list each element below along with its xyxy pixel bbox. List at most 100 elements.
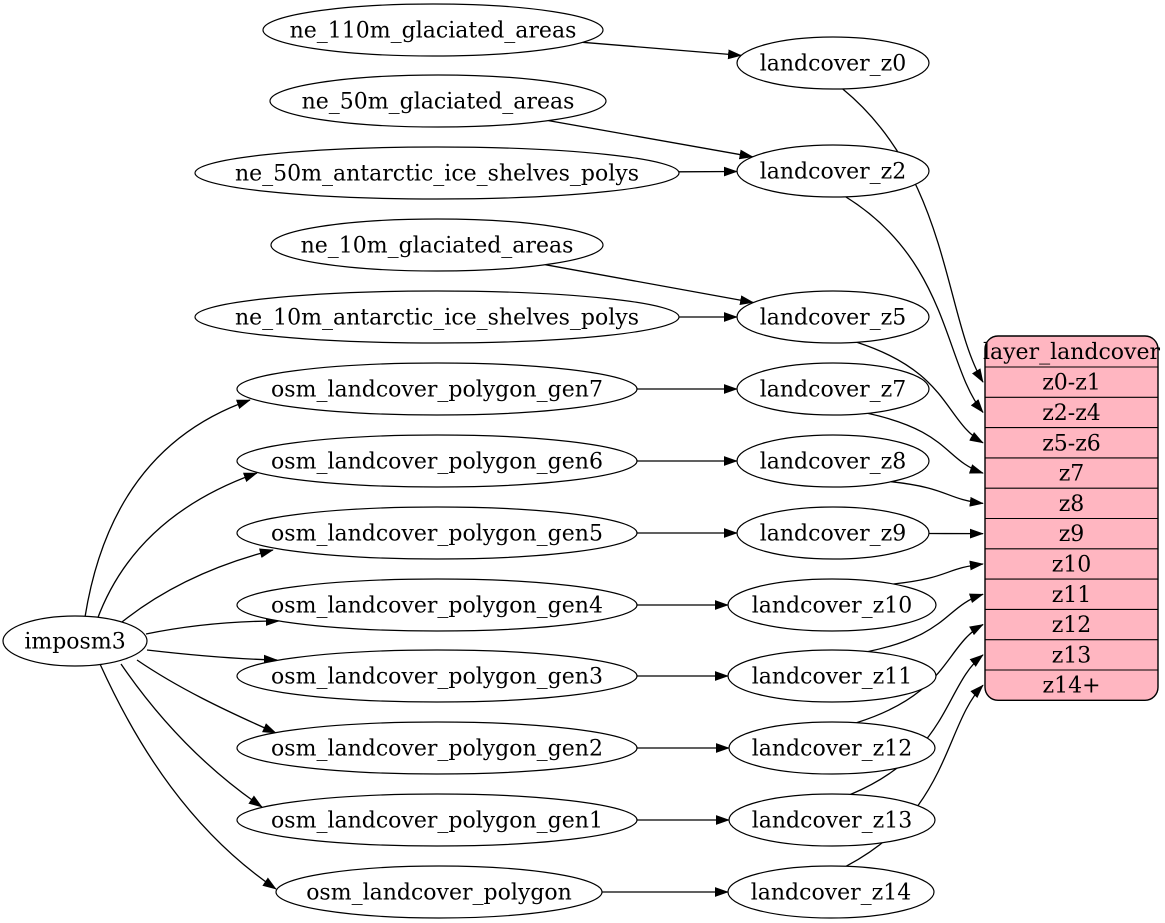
edge-landcover_z14-to-layer_landcover-z14+ xyxy=(845,684,984,867)
node-osm_landcover_polygon_gen2: osm_landcover_polygon_gen2 xyxy=(236,721,638,775)
node-osm_landcover_polygon_gen4: osm_landcover_polygon_gen4 xyxy=(236,578,638,632)
edge-imposm3-to-osm_landcover_polygon_gen2 xyxy=(136,659,277,734)
node-ne_10m_antarctic_ice_shelves_polys-label: ne_10m_antarctic_ice_shelves_polys xyxy=(235,306,639,331)
record-row-z12: z12 xyxy=(1052,613,1092,638)
node-osm_landcover_polygon_gen4-label: osm_landcover_polygon_gen4 xyxy=(271,594,603,619)
node-landcover_z10: landcover_z10 xyxy=(727,578,937,632)
node-landcover_z8-label: landcover_z8 xyxy=(760,450,907,475)
node-landcover_z11-ellipse xyxy=(727,649,937,703)
edge-imposm3-to-osm_landcover_polygon_gen1 xyxy=(120,663,263,808)
edge-imposm3-to-osm_landcover_polygon_gen5 xyxy=(116,548,274,627)
node-osm_landcover_polygon_gen4-ellipse xyxy=(236,578,638,632)
edge-landcover_z2-to-layer_landcover-z2-z4 xyxy=(845,196,984,414)
node-landcover_z5-ellipse xyxy=(736,290,930,344)
node-osm_landcover_polygon_gen3-label: osm_landcover_polygon_gen3 xyxy=(271,665,603,690)
node-imposm3-label: imposm3 xyxy=(24,630,125,655)
node-ne_50m_antarctic_ice_shelves_polys-label: ne_50m_antarctic_ice_shelves_polys xyxy=(235,162,639,187)
node-landcover_z0: landcover_z0 xyxy=(736,36,930,90)
node-imposm3: imposm3 xyxy=(2,615,148,667)
node-osm_landcover_polygon_gen7-ellipse xyxy=(236,362,638,416)
edge-imposm3-to-osm_landcover_polygon xyxy=(99,663,277,890)
node-landcover_z5-label: landcover_z5 xyxy=(760,306,907,331)
node-landcover_z9-ellipse xyxy=(736,506,930,560)
record-title: layer_landcover xyxy=(983,340,1161,365)
record-row-z2-z4: z2-z4 xyxy=(1042,401,1101,426)
node-osm_landcover_polygon-label: osm_landcover_polygon xyxy=(306,881,572,906)
edges-layer xyxy=(84,41,984,897)
record-row-z11: z11 xyxy=(1052,583,1092,608)
edge-ne_50m_glaciated_areas-to-landcover_z2 xyxy=(548,119,754,160)
edge-landcover_z7-to-layer_landcover-z7 xyxy=(867,412,984,474)
node-landcover_z9-label: landcover_z9 xyxy=(760,522,907,547)
node-landcover_z9: landcover_z9 xyxy=(736,506,930,560)
node-landcover_z12-label: landcover_z12 xyxy=(752,737,913,762)
node-osm_landcover_polygon_gen6-ellipse xyxy=(236,434,638,488)
node-osm_landcover_polygon_gen5: osm_landcover_polygon_gen5 xyxy=(236,506,638,560)
node-landcover_z5: landcover_z5 xyxy=(736,290,930,344)
record-row-z14+: z14+ xyxy=(1042,674,1100,699)
node-landcover_z13-label: landcover_z13 xyxy=(752,809,913,834)
node-landcover_z13-ellipse xyxy=(728,793,936,847)
node-osm_landcover_polygon_gen6-label: osm_landcover_polygon_gen6 xyxy=(271,450,603,475)
node-ne_110m_glaciated_areas-label: ne_110m_glaciated_areas xyxy=(290,19,577,44)
edge-imposm3-to-osm_landcover_polygon_gen6 xyxy=(96,472,258,621)
edge-landcover_z12-to-layer_landcover-z12 xyxy=(856,623,984,724)
record-row-z7: z7 xyxy=(1059,462,1085,487)
node-landcover_z12-ellipse xyxy=(728,721,936,775)
record-row-z8: z8 xyxy=(1059,492,1085,517)
node-landcover_z2: landcover_z2 xyxy=(736,144,930,198)
node-landcover_z2-label: landcover_z2 xyxy=(760,160,907,185)
node-ne_10m_antarctic_ice_shelves_polys-ellipse xyxy=(194,290,680,344)
record-row-z0-z1: z0-z1 xyxy=(1042,371,1101,396)
node-ne_110m_glaciated_areas-ellipse xyxy=(262,3,604,57)
node-ne_10m_glaciated_areas: ne_10m_glaciated_areas xyxy=(270,218,604,272)
node-osm_landcover_polygon_gen6: osm_landcover_polygon_gen6 xyxy=(236,434,638,488)
record-layer_landcover: layer_landcover z0-z1 z2-z4 z5-z6 z7 z8 z9 z10 z… xyxy=(983,335,1161,701)
edge-ne_110m_glaciated_areas-to-landcover_z0 xyxy=(582,41,743,60)
edge-landcover_z0-to-layer_landcover-z0-z1 xyxy=(842,88,984,383)
node-landcover_z14-ellipse xyxy=(727,865,935,919)
node-ne_50m_antarctic_ice_shelves_polys-ellipse xyxy=(194,146,680,200)
node-osm_landcover_polygon_gen1-ellipse xyxy=(236,793,638,847)
node-landcover_z10-label: landcover_z10 xyxy=(752,594,913,619)
node-ne_50m_antarctic_ice_shelves_polys: ne_50m_antarctic_ice_shelves_polys xyxy=(194,146,680,200)
edge-landcover_z5-to-layer_landcover-z5-z6 xyxy=(856,341,984,444)
node-landcover_z0-ellipse xyxy=(736,36,930,90)
node-osm_landcover_polygon: osm_landcover_polygon xyxy=(275,865,603,919)
node-ne_50m_glaciated_areas-label: ne_50m_glaciated_areas xyxy=(302,90,575,115)
record-row-z9: z9 xyxy=(1059,522,1085,547)
node-osm_landcover_polygon_gen2-ellipse xyxy=(236,721,638,775)
node-ne_110m_glaciated_areas: ne_110m_glaciated_areas xyxy=(262,3,604,57)
edge-ne_10m_glaciated_areas-to-landcover_z5 xyxy=(545,264,755,305)
node-landcover_z14: landcover_z14 xyxy=(727,865,935,919)
node-ne_50m_glaciated_areas: ne_50m_glaciated_areas xyxy=(269,74,607,128)
node-landcover_z7-label: landcover_z7 xyxy=(760,378,907,403)
node-ne_10m_glaciated_areas-ellipse xyxy=(270,218,604,272)
node-osm_landcover_polygon_gen5-label: osm_landcover_polygon_gen5 xyxy=(271,522,603,547)
node-landcover_z10-ellipse xyxy=(727,578,937,632)
edge-imposm3-to-osm_landcover_polygon_gen7 xyxy=(84,399,251,618)
node-landcover_z12: landcover_z12 xyxy=(728,721,936,775)
node-osm_landcover_polygon_gen3: osm_landcover_polygon_gen3 xyxy=(236,649,638,703)
record-row-z10: z10 xyxy=(1052,552,1092,577)
node-landcover_z14-label: landcover_z14 xyxy=(751,881,912,906)
edge-landcover_z8-to-layer_landcover-z8 xyxy=(891,481,984,507)
node-landcover_z2-ellipse xyxy=(736,144,930,198)
node-landcover_z11: landcover_z11 xyxy=(727,649,937,703)
node-landcover_z8-ellipse xyxy=(736,434,930,488)
edge-imposm3-to-osm_landcover_polygon_gen4 xyxy=(145,616,280,635)
node-landcover_z7: landcover_z7 xyxy=(736,362,930,416)
node-ne_10m_glaciated_areas-label: ne_10m_glaciated_areas xyxy=(301,234,574,259)
node-landcover_z11-label: landcover_z11 xyxy=(752,665,913,690)
node-osm_landcover_polygon_gen1-label: osm_landcover_polygon_gen1 xyxy=(271,809,603,834)
record-layer: layer_landcover z0-z1 z2-z4 z5-z6 z7 z8 z9 z10 z… xyxy=(983,335,1161,701)
record-row-z13: z13 xyxy=(1052,643,1092,668)
node-osm_landcover_polygon_gen5-ellipse xyxy=(236,506,638,560)
node-osm_landcover_polygon_gen7-label: osm_landcover_polygon_gen7 xyxy=(271,378,603,403)
record-row-z5-z6: z5-z6 xyxy=(1042,431,1101,456)
node-landcover_z7-ellipse xyxy=(736,362,930,416)
node-ne_10m_antarctic_ice_shelves_polys: ne_10m_antarctic_ice_shelves_polys xyxy=(194,290,680,344)
node-osm_landcover_polygon_gen1: osm_landcover_polygon_gen1 xyxy=(236,793,638,847)
edge-landcover_z13-to-layer_landcover-z13 xyxy=(850,654,984,795)
